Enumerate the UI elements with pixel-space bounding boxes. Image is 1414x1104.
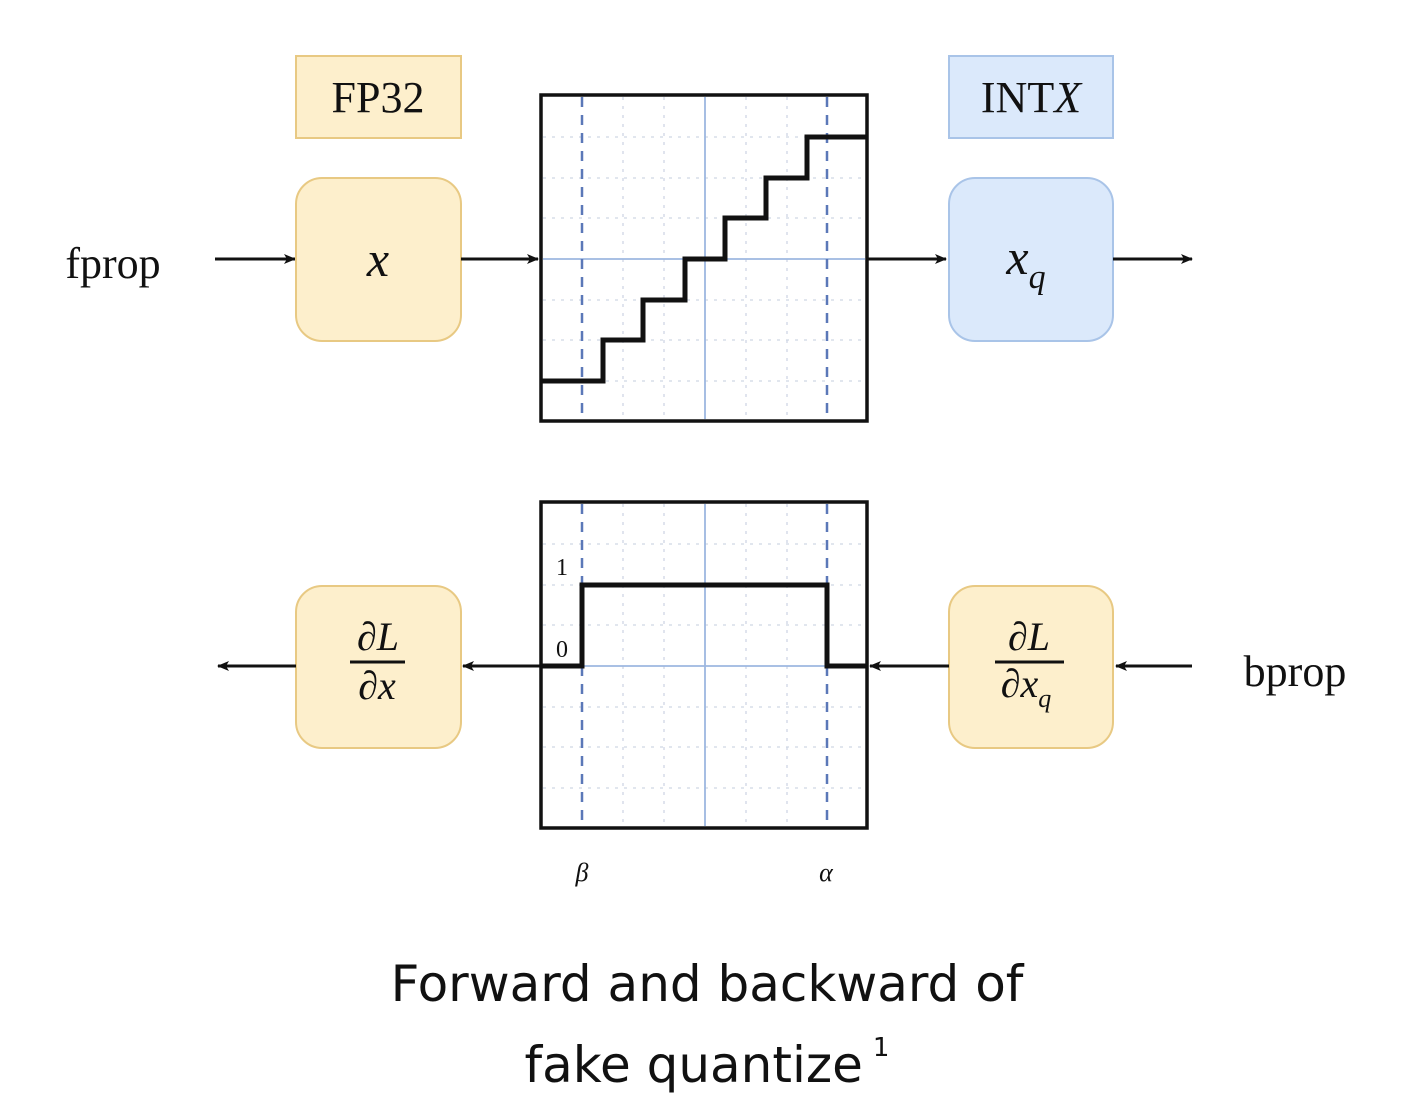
bprop-label: bprop (1244, 647, 1347, 696)
grad-x-numerator: ∂L (357, 614, 399, 659)
alpha-label: α (819, 858, 834, 887)
caption-line-2-text: fake quantize (524, 1036, 863, 1094)
caption-line-2: fake quantize 1 (0, 1016, 1414, 1097)
caption-line-1: Forward and backward of (390, 955, 1024, 1013)
fprop-label: fprop (65, 239, 160, 288)
fp32-label: FP32 (332, 73, 425, 122)
xq-label: xq (1005, 229, 1045, 296)
intx-tag (948, 55, 1114, 139)
beta-label: β (575, 858, 589, 887)
grad-x-denominator: ∂x (358, 663, 396, 708)
x-label: x (366, 231, 389, 287)
intx-label: INTX (981, 73, 1083, 122)
grad-xq-denominator: ∂xq (1001, 661, 1052, 713)
tick-label-zero: 0 (556, 637, 568, 663)
footnote-marker: 1 (872, 1033, 890, 1063)
gradient-ste-plot: 1 0 (539, 500, 869, 830)
quantization-staircase (541, 134, 867, 384)
quantizer-step-plot (539, 93, 869, 423)
figure-caption: Forward and backward of fake quantize 1 (0, 952, 1414, 1097)
tick-label-one: 1 (556, 555, 568, 581)
fp32-tag (295, 55, 462, 139)
ste-gate-function (541, 582, 867, 669)
grad-xq-numerator: ∂L (1008, 614, 1050, 659)
